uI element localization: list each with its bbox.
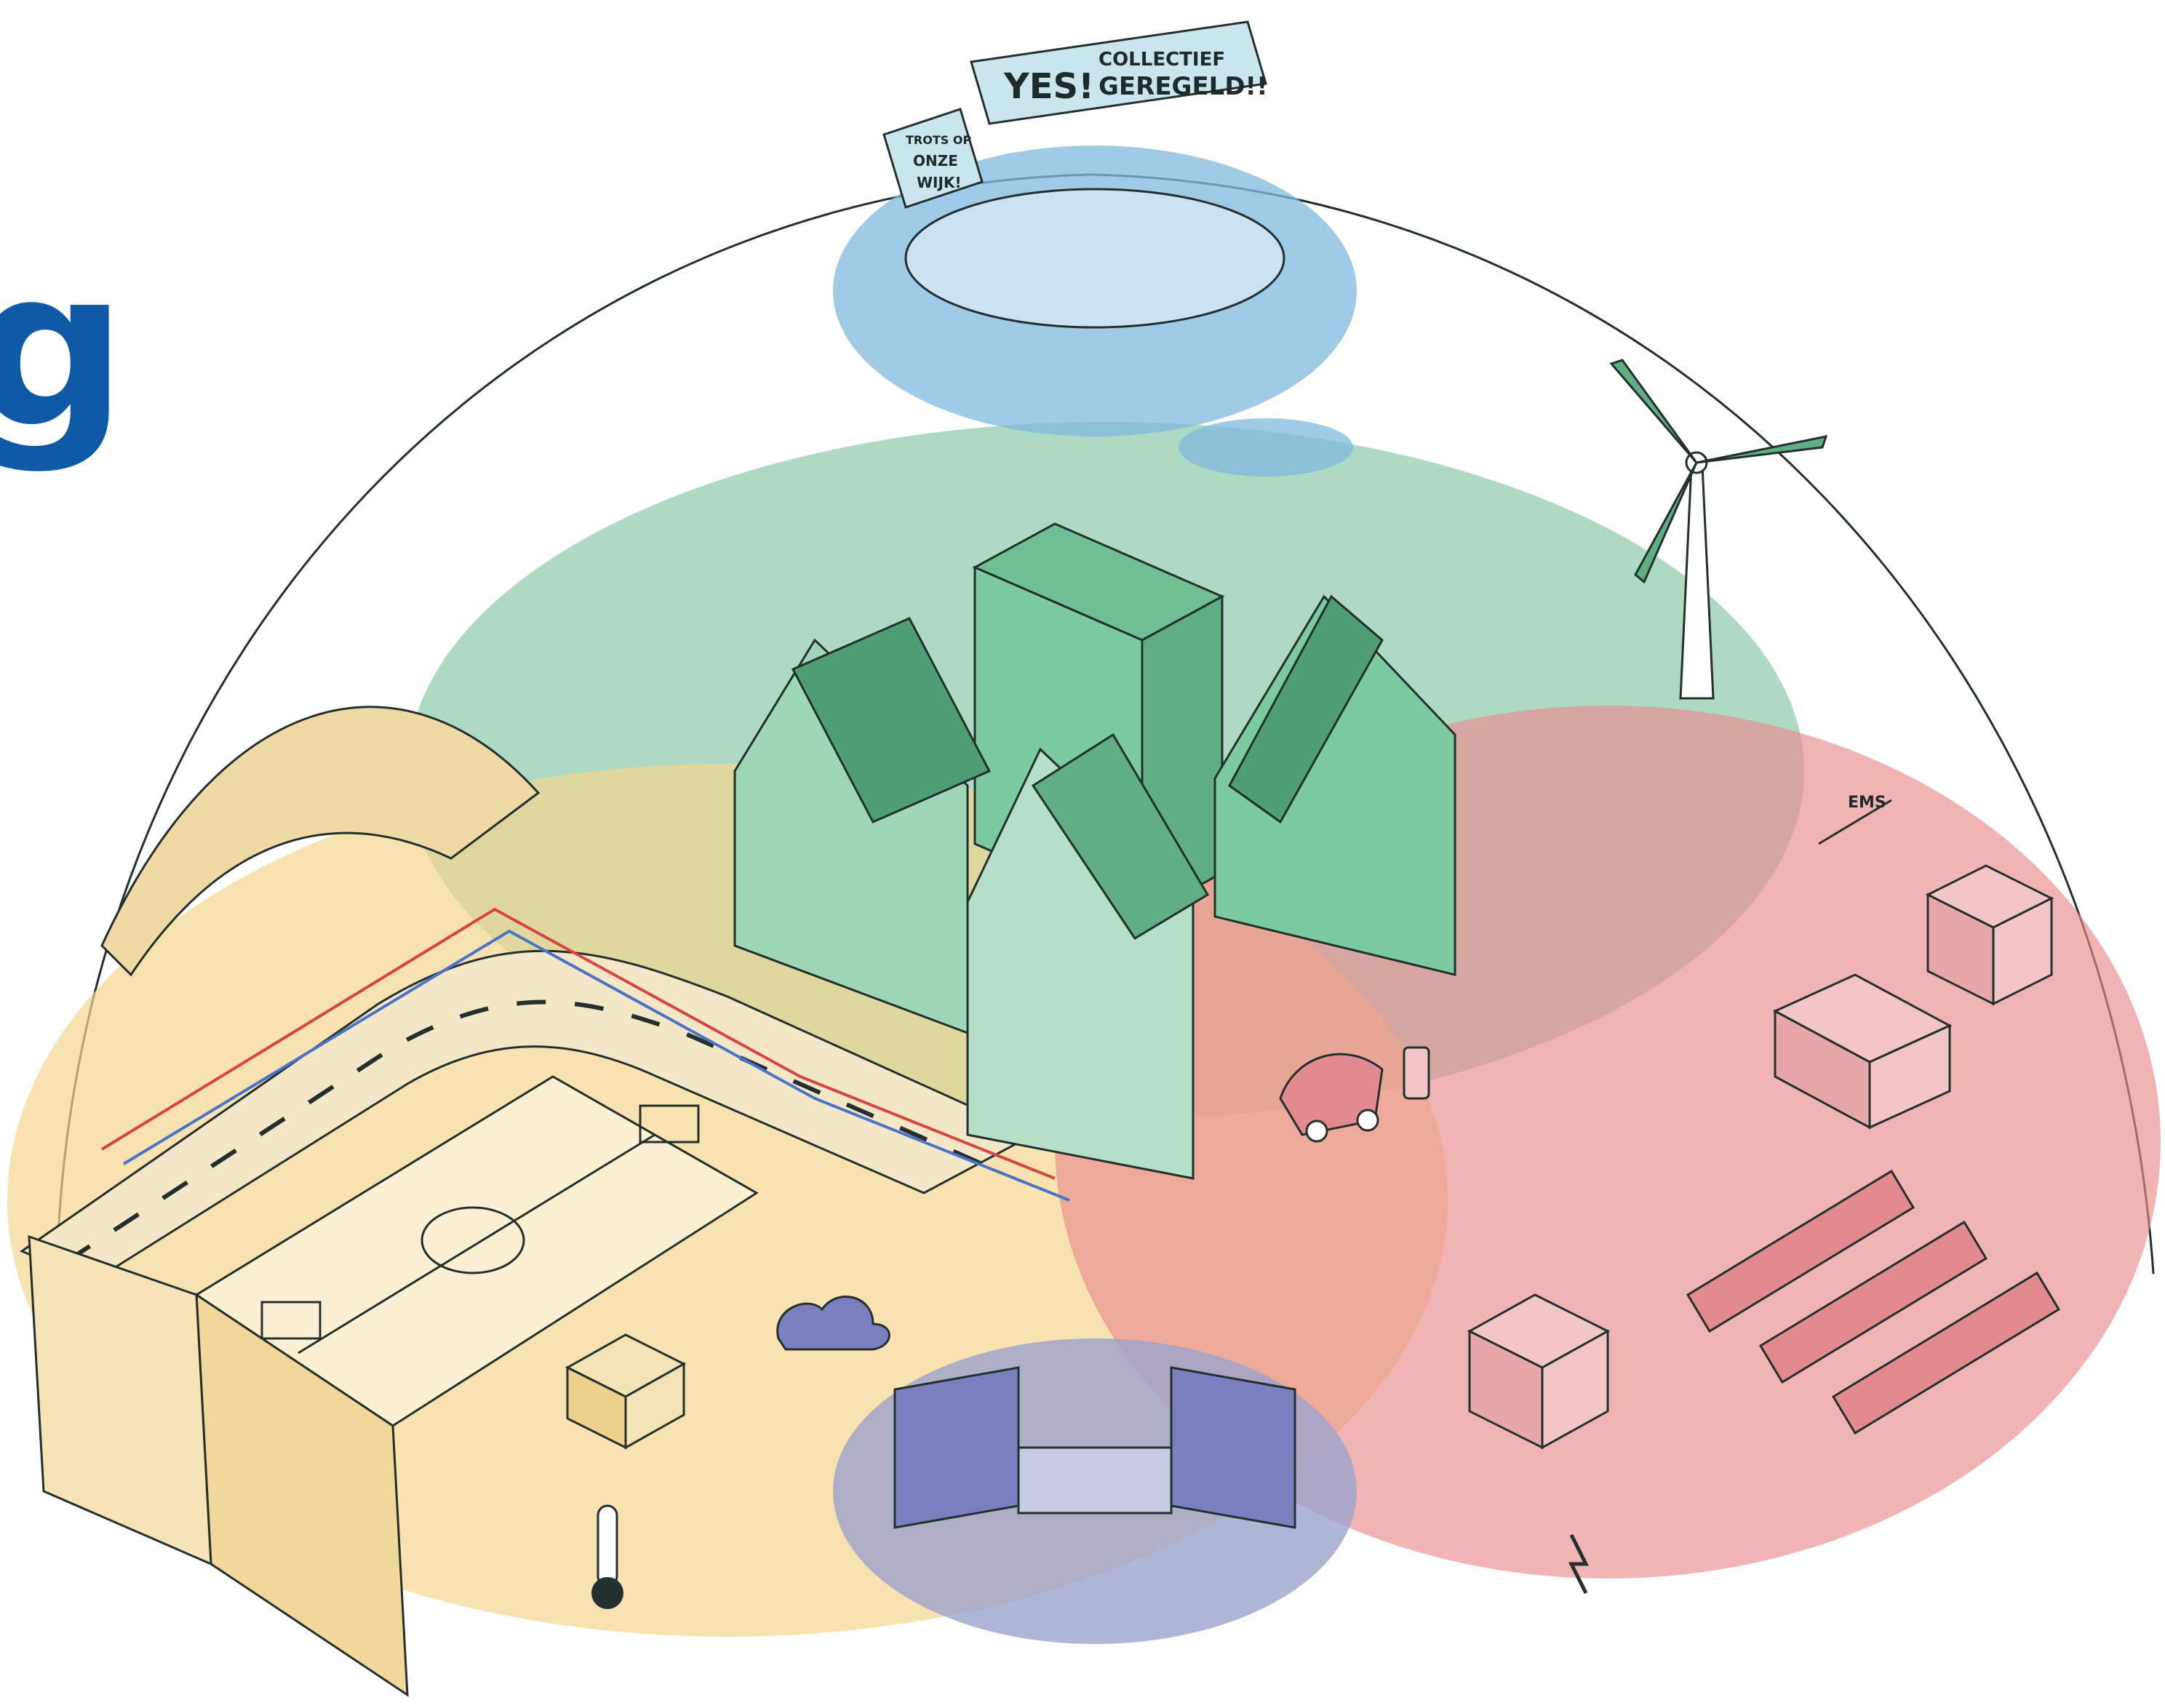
- ems-label: EMS: [1848, 794, 1886, 812]
- cloud-data-icon: [776, 1296, 890, 1351]
- crowd: [904, 188, 1285, 329]
- thermometer-icon: [591, 1504, 623, 1609]
- house-cluster: [733, 522, 1456, 1180]
- inverter-icon: [1467, 1293, 1611, 1450]
- battery-icon: [1772, 973, 1953, 1130]
- solar-panel-icon: [1686, 1169, 2061, 1435]
- heat-pipe-blue: [122, 929, 1070, 1202]
- banner-line1: YES!: [1003, 66, 1094, 107]
- sign-line2: ONZE: [913, 152, 958, 169]
- football-field-icon: [194, 1075, 759, 1427]
- road: [19, 949, 1036, 1282]
- pump-house: [565, 1333, 687, 1450]
- banner-line3: GEREGELD!!: [1099, 72, 1268, 101]
- ground-block-left: [28, 1234, 212, 1566]
- headline-fragment: g: [0, 222, 127, 476]
- road-center-line: [64, 999, 984, 1264]
- grid-cabinet: [1925, 864, 2054, 1006]
- charging-station-icon: [1403, 1046, 1430, 1100]
- heat-pipe-red: [100, 907, 1056, 1180]
- wind-turbine-icon: [1609, 359, 1828, 700]
- zone-community-small: [1179, 418, 1353, 476]
- protest-sign: TROTS OP ONZE WIJK!: [882, 108, 984, 209]
- control-room: [893, 1366, 1296, 1529]
- banner-line2: COLLECTIEF: [1099, 49, 1225, 71]
- electric-car-icon: [1279, 1053, 1384, 1143]
- banner: YES! COLLECTIEF GEREGELD!!: [970, 20, 1268, 125]
- ems-meter: EMS: [1818, 794, 1892, 845]
- lightning-icon: [1568, 1533, 1590, 1595]
- sign-line1: TROTS OP: [906, 133, 971, 147]
- sign-line3: WIJK!: [917, 174, 962, 191]
- dune-landscape: [100, 706, 541, 977]
- zone-community: [833, 145, 1357, 436]
